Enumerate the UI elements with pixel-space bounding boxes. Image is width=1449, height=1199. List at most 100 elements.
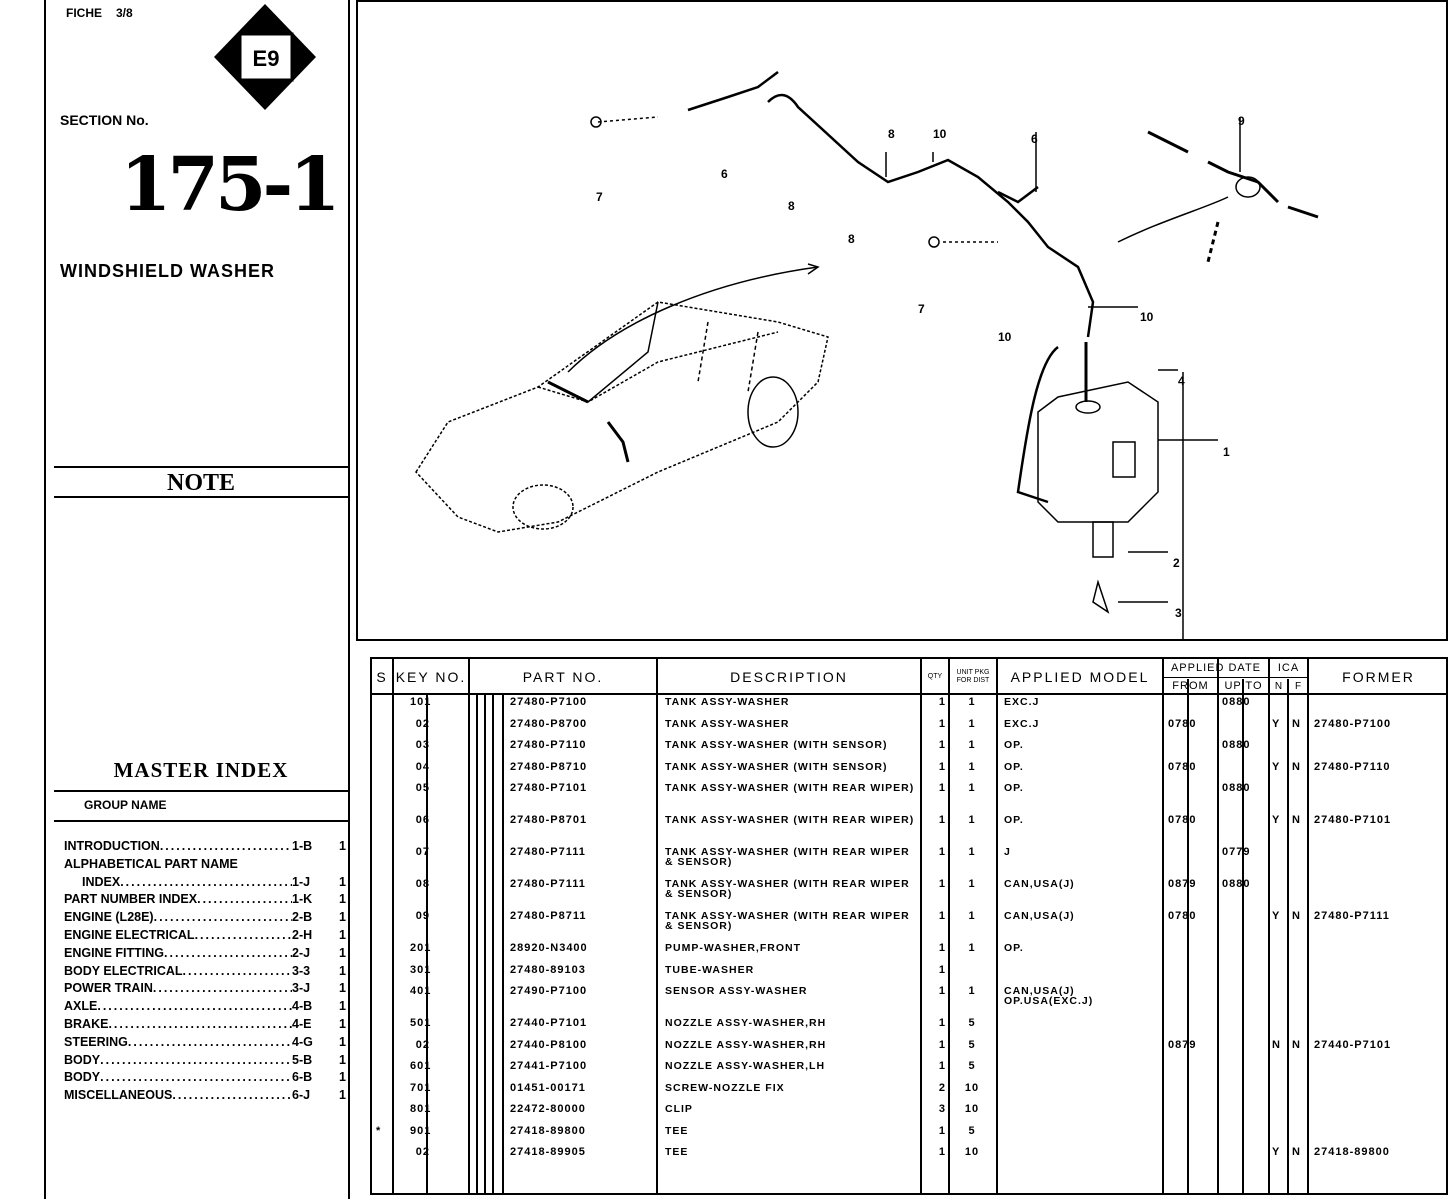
cell-desc: TANK ASSY-WASHER (WITH REAR WIPER) <box>665 814 915 826</box>
cell-former: 27440-P7101 <box>1314 1038 1392 1051</box>
cell-pkg: 1 <box>968 985 976 997</box>
group-page: 2-J <box>292 945 311 960</box>
col-header-applied-model: APPLIED MODEL <box>1010 669 1150 685</box>
cell-f: N <box>1292 1038 1301 1051</box>
cell-f: N <box>1292 717 1301 730</box>
callout-number: 7 <box>918 302 925 316</box>
master-index-item[interactable]: POWER TRAIN3-J1 <box>64 980 346 998</box>
group-sub: 1 <box>339 1052 346 1067</box>
master-index-item[interactable]: ENGINE (L28E)2-B1 <box>64 909 346 927</box>
group-sub: 1 <box>339 839 346 853</box>
callout-number: 4 <box>1178 374 1185 388</box>
master-index-item[interactable]: BODY6-B1 <box>64 1069 346 1087</box>
cell-key: 801 <box>410 1103 432 1115</box>
cell-desc: TANK ASSY-WASHER (WITH REAR WIPER & SENS… <box>665 878 910 900</box>
group-sub: 1 <box>339 1070 346 1085</box>
cell-key: 09 <box>415 910 430 922</box>
cell-key: 02 <box>415 717 430 730</box>
cell-key: 05 <box>415 782 430 794</box>
group-sub: 1 <box>339 910 346 925</box>
cell-pkg: 5 <box>968 1060 976 1072</box>
master-index-item[interactable]: MISCELLANEOUS6-J1 <box>64 1087 346 1105</box>
group-name: BODY <box>64 1052 101 1067</box>
group-sub: 1 <box>339 945 346 960</box>
cell-part: 27480-P7101 <box>510 782 588 794</box>
col-header-pkg: UNIT PKG FOR DIST <box>956 669 990 684</box>
master-index-item[interactable]: ENGINE FITTING 2-J 1 <box>64 945 346 963</box>
group-sub: 1 <box>339 1088 346 1103</box>
section-badge-icon: E9 <box>214 4 316 110</box>
section-number: 175-1 <box>120 142 341 228</box>
cell-desc: PUMP-WASHER,FRONT <box>665 942 801 954</box>
group-page: 3-3 <box>292 963 311 978</box>
cell-key: 201 <box>410 942 432 954</box>
cell-from: 0780 <box>1168 717 1197 730</box>
group-sub: 1 <box>339 1034 346 1049</box>
cell-model: OP. <box>1004 782 1024 794</box>
group-page: 3-J <box>292 981 311 996</box>
washer-diagram-illustration <box>415 71 1319 642</box>
cell-key: 02 <box>415 1146 430 1158</box>
hose-routing <box>687 71 1095 504</box>
cell-part: 27480-P7111 <box>510 878 586 890</box>
cell-qty: 1 <box>938 942 946 954</box>
cell-pkg: 1 <box>968 696 976 708</box>
cell-desc: TANK ASSY-WASHER (WITH REAR WIPER & SENS… <box>665 910 910 932</box>
cell-key: 401 <box>410 985 432 997</box>
master-index-item[interactable]: BRAKE4-E1 <box>64 1016 346 1034</box>
cell-desc: SCREW-NOZZLE FIX <box>665 1081 785 1094</box>
group-name-header: GROUP NAME <box>84 798 167 812</box>
cell-key: 301 <box>410 963 432 976</box>
table-row[interactable]: 09 27480-P8711 TANK ASSY-WASHER (WITH REAR… <box>372 909 1446 941</box>
leader-dots <box>97 998 292 1016</box>
group-name: ENGINE FITTING <box>64 945 164 960</box>
cell-former: 27480-P7101 <box>1314 814 1392 826</box>
cell-part: 27440-P7101 <box>510 1017 588 1029</box>
master-index-item[interactable]: STEERING4-G1 <box>64 1034 346 1052</box>
cell-part: 28920-N3400 <box>510 942 588 954</box>
cell-key: 901 <box>410 1124 432 1137</box>
cell-part: 27418-89905 <box>510 1146 586 1158</box>
group-page: 1-J <box>292 874 311 889</box>
col-header-f: F <box>1294 680 1302 692</box>
cell-qty: 1 <box>938 846 946 858</box>
group-page: 2-B <box>292 910 313 925</box>
cell-part: 27480-P8711 <box>510 910 587 922</box>
cell-desc: TANK ASSY-WASHER <box>665 717 790 730</box>
master-index-item[interactable]: ALPHABETICAL PART NAME <box>64 856 346 874</box>
callout-number: 10 <box>933 127 947 141</box>
master-index-item[interactable]: AXLE4-B1 <box>64 998 346 1016</box>
leader-dots <box>154 909 292 927</box>
master-index-item[interactable]: PART NUMBER INDEX1-K1 <box>64 891 346 909</box>
master-index-item[interactable]: ENGINE ELECTRICAL2-H1 <box>64 927 346 945</box>
cell-pkg: 10 <box>964 1146 980 1158</box>
cell-model: CAN,USA(J) <box>1004 878 1075 890</box>
leader-dots <box>238 856 292 874</box>
master-index-item[interactable]: BODY ELECTRICAL3-31 <box>64 963 346 981</box>
cell-from: 0780 <box>1168 814 1197 826</box>
leader-dots <box>195 927 292 945</box>
cell-pkg: 1 <box>968 782 976 794</box>
master-index-item[interactable]: INTRODUCTION1-B1 <box>64 838 346 856</box>
master-index-item[interactable]: BODY5-B1 <box>64 1052 346 1070</box>
master-index-item[interactable]: INDEX1-J1 <box>64 874 346 892</box>
